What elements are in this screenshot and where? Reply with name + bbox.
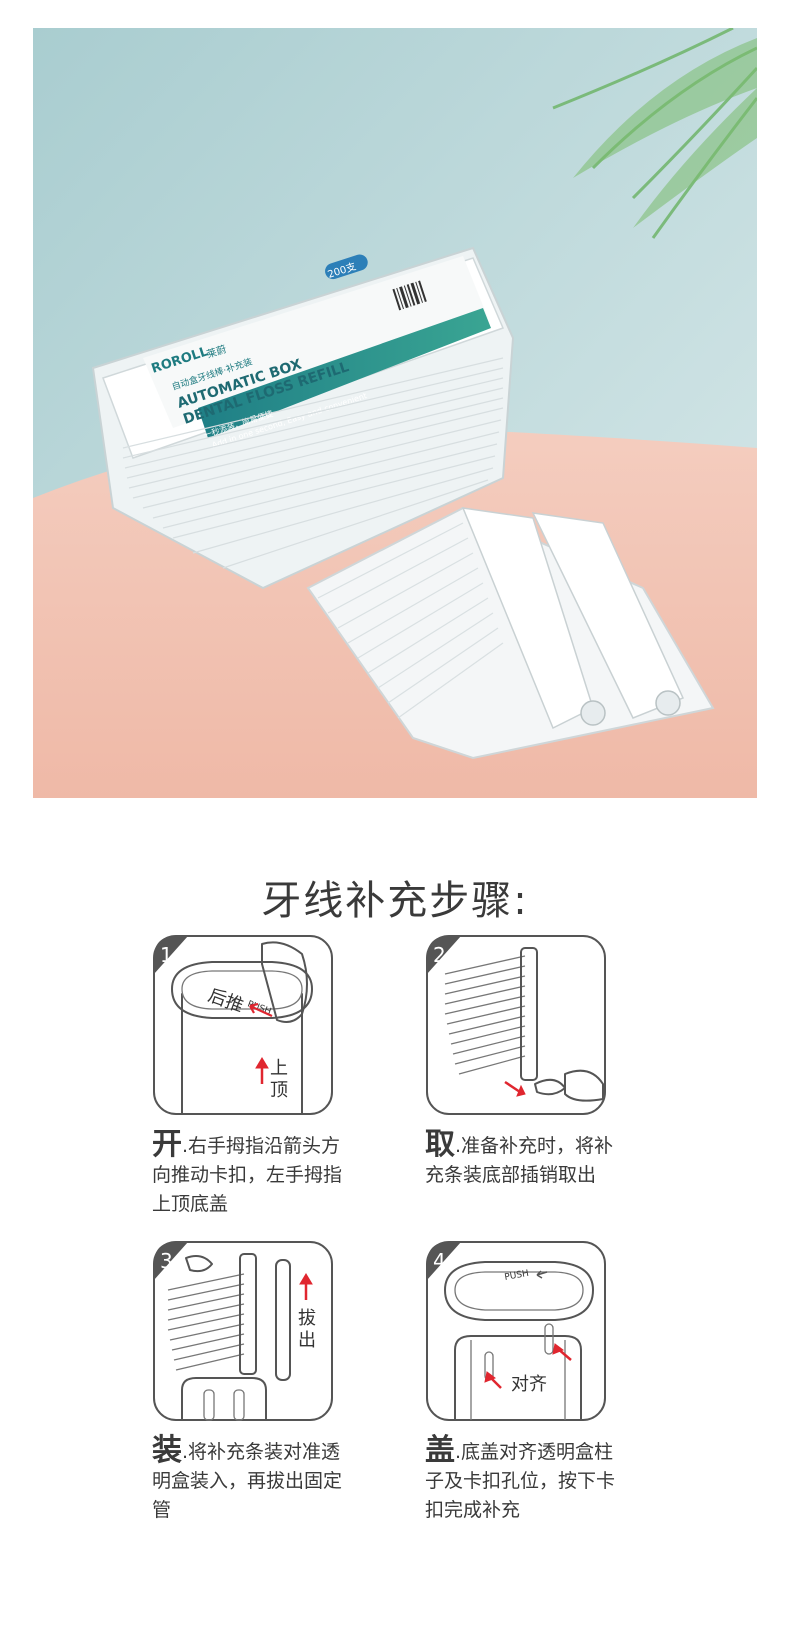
step-1-lead: 开 (152, 1127, 182, 1162)
step-2-badge (427, 936, 461, 974)
step-1-description: 开.右手拇指沿箭头方向推动卡扣，左手拇指上顶底盖 (152, 1130, 352, 1219)
hero-product-image: ROROLL 莱蔚 自动盒牙线棒·补充装 AUTOMATIC BOX DENTA… (33, 28, 757, 798)
refill-strips (306, 506, 715, 760)
step-1-thumb (261, 941, 308, 1023)
step-4-arrow-left (484, 1371, 497, 1383)
step-1-number: 1 (160, 943, 173, 967)
barcode (392, 280, 427, 311)
step-1-arrow-push (249, 1002, 273, 1018)
step-3-description: 装.将补充条装对准透明盒装入，再拔出固定管 (152, 1436, 352, 1525)
step-2-illustration: 2 (426, 935, 606, 1115)
step-3-floss-strip (167, 1273, 245, 1371)
step-4-description: 盖.底盖对齐透明盒柱子及卡扣孔位，按下卡扣完成补充 (425, 1436, 625, 1525)
section-title: 牙线补充步骤: (261, 878, 529, 924)
floss-box: ROROLL 莱蔚 自动盒牙线棒·补充装 AUTOMATIC BOX DENTA… (91, 246, 515, 590)
step-3-lead: 装 (152, 1433, 182, 1468)
step-4-badge (427, 1242, 461, 1280)
step-1-label-push-back: 后推 (205, 985, 246, 1017)
step-3-arrow-up (299, 1273, 313, 1285)
step-2-lead: 取 (425, 1127, 455, 1162)
step-3-badge (154, 1242, 188, 1280)
step-3-illustration: 3 拔 出 (153, 1241, 333, 1421)
step-2-arrow (516, 1084, 526, 1097)
step-2-floss-strip (444, 955, 526, 1075)
step-3-text: .将补充条装对准透明盒装入，再拔出固定管 (152, 1441, 343, 1521)
step-1-label-top-2: 顶 (270, 1080, 288, 1101)
step-2-text: .准备补充时，将补充条装底部插销取出 (425, 1135, 614, 1186)
step-2-description: 取.准备补充时，将补充条装底部插销取出 (425, 1130, 625, 1190)
step-1-label-top-1: 上 (270, 1058, 288, 1079)
step-3-fixing-tube (275, 1259, 291, 1381)
plant-leaf-fill (573, 38, 757, 228)
step-4-arrow-right (552, 1343, 565, 1355)
step-4-lead: 盖 (425, 1433, 455, 1468)
step-3-label-pull-2: 出 (298, 1330, 316, 1351)
step-4-number: 4 (433, 1249, 446, 1273)
step-4-label-push: PUSH (504, 1269, 530, 1283)
step-3-label-pull-1: 拔 (298, 1308, 316, 1329)
step-1-arrow-up (255, 1057, 269, 1069)
step-3-number: 3 (160, 1249, 173, 1273)
step-4-label-align: 对齐 (511, 1374, 547, 1395)
step-4-illustration: 4 PUSH 对齐 (426, 1241, 606, 1421)
step-1-illustration: 1 后推 PUSH 上 顶 (153, 935, 333, 1115)
hero-illustration: ROROLL 莱蔚 自动盒牙线棒·补充装 AUTOMATIC BOX DENTA… (33, 28, 757, 798)
step-1-badge (154, 936, 188, 974)
step-1-text: .右手拇指沿箭头方向推动卡扣，左手拇指上顶底盖 (152, 1135, 343, 1215)
step-2-number: 2 (433, 943, 446, 967)
step-3-finger (185, 1255, 213, 1273)
box-floss-stack (122, 357, 504, 569)
box-brand-cn: 莱蔚 (205, 343, 228, 361)
step-4-text: .底盖对齐透明盒柱子及卡扣孔位，按下卡扣完成补充 (425, 1441, 616, 1521)
